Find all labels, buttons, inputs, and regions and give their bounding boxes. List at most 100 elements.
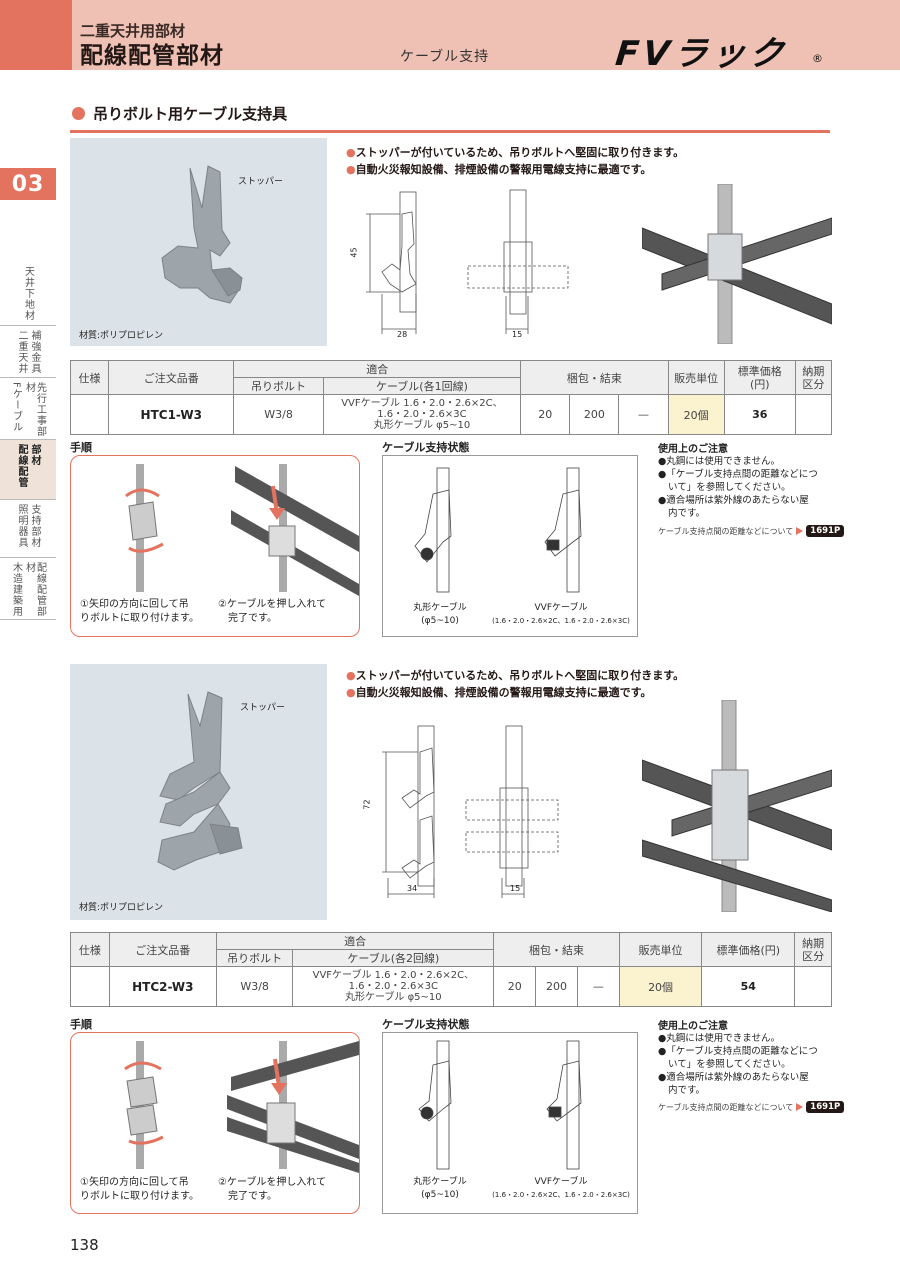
brand-logo: FVラック [613, 34, 790, 74]
caption-vvf-cable: VVFケーブル (1.6・2.0・2.6×2C、1.6・2.0・2.6×3C) [492, 603, 630, 625]
stopper-label: ストッパー [240, 703, 286, 713]
td-price: 36 [723, 394, 796, 435]
th-order: ご注文品番 [108, 932, 217, 967]
procedure-box [70, 1032, 360, 1214]
note-item: ●適合場所は紫外線のあたらない屋内です。 [658, 495, 809, 519]
th-spec: 仕様 [69, 360, 110, 395]
td-cable: VVFケーブル 1.6・2.0・2.6×2C、 1.6・2.0・2.6×3C 丸… [322, 394, 522, 435]
support-state-box [382, 455, 638, 637]
th-bolt: 吊りボルト [215, 949, 294, 967]
sidebar-item-label: 支持部材 [29, 504, 40, 548]
sidebar-item-2[interactable]: Fケーブル先行工事部材 [0, 378, 56, 440]
section-rule [70, 130, 830, 133]
reference-link[interactable]: ケーブル支持点間の距離などについて 1691P [658, 525, 845, 537]
sidebar-item-label: 先行工事部材 [23, 382, 46, 437]
clip-image [161, 165, 243, 304]
bullet-dot-icon: ● [346, 163, 356, 176]
td-spec [70, 966, 110, 1007]
sidebar-item-label: 二重天井 [16, 330, 27, 374]
sidebar-item-label: 照明器具 [16, 504, 27, 548]
th-price: 標準価格(円) [701, 932, 796, 967]
td-pack-2: 200 [569, 394, 620, 435]
header-band [0, 0, 900, 70]
header-title: 配線配管部材 [80, 43, 224, 69]
section-title: 吊りボルト用ケーブル支持具 [93, 105, 288, 123]
bullet-dot-icon: ● [346, 669, 356, 682]
reference-page-badge[interactable]: 1691P [806, 1101, 845, 1113]
procedure-label: 手順 [70, 1018, 92, 1031]
note-item: ●丸鋼には使用できません。 [658, 456, 781, 467]
support-state-drawing [418, 1040, 582, 1170]
sidebar-item-label: 補強金具 [29, 330, 40, 374]
sidebar-item-1[interactable]: 二重天井補強金具 [0, 326, 56, 378]
sidebar-item-0[interactable]: 天井下地材 [0, 262, 56, 326]
spec-table-htc2: 仕様 ご注文品番 適合 梱包・結束 販売単位 標準価格(円) 納期区分 吊りボル… [70, 932, 832, 1007]
clip-image [157, 691, 243, 871]
feature-bullet: ●自動火災報知設備、排煙設備の警報用電線支持に最適です。 [346, 163, 652, 176]
procedure-step-2: ②ケーブルを押し入れて 完了です。 [218, 599, 327, 624]
feature-bullet: ●自動火災報知設備、排煙設備の警報用電線支持に最適です。 [346, 686, 652, 699]
procedure-step-1: ①矢印の方向に回して吊 りボルトに取り付けます。 [80, 599, 199, 624]
support-state-label: ケーブル支持状態 [382, 1018, 470, 1031]
caption-round-cable: 丸形ケーブル (φ5~10) [413, 603, 467, 626]
th-pack: 梱包・結束 [493, 932, 620, 967]
td-unit: 20個 [667, 394, 725, 435]
reference-page-badge[interactable]: 1691P [806, 525, 845, 537]
td-bolt: W3/8 [215, 966, 294, 1007]
sidebar-item-label: 天井下地材 [22, 266, 34, 321]
procedure-illustration [125, 464, 359, 596]
td-pack-1: 20 [520, 394, 571, 435]
dim-width: 28 [397, 330, 408, 339]
th-cable: ケーブル(各2回線) [292, 949, 495, 967]
notes-title: 使用上のご注意 [658, 1021, 728, 1032]
note-item: ●「ケーブル支持点間の距離などについて」を参照してください。 [658, 469, 818, 493]
stopper-label: ストッパー [238, 177, 284, 187]
material-label: 材質:ポリプロピレン [79, 331, 164, 341]
product-photo-htc1 [70, 138, 327, 346]
sidebar-item-label: 配線配管 [16, 444, 27, 488]
dim-width: 34 [407, 884, 418, 893]
sidebar-item-3[interactable]: 配線配管部材 [0, 440, 56, 500]
bullet-dot-icon: ● [346, 146, 356, 159]
td-pack-2: 200 [535, 966, 578, 1007]
support-state-label: ケーブル支持状態 [382, 441, 470, 454]
th-lead: 納期区分 [794, 932, 832, 967]
td-unit: 20個 [618, 966, 703, 1007]
sidebar-item-5[interactable]: 木造建築用配線配管部材 [0, 558, 56, 620]
dim-depth: 15 [512, 330, 523, 339]
td-spec [69, 394, 110, 435]
material-label: 材質:ポリプロピレン [79, 903, 164, 913]
dim-depth: 15 [510, 884, 521, 893]
feature-bullet: ●ストッパーが付いているため、吊りボルトへ堅固に取り付きます。 [346, 146, 685, 159]
procedure-box [70, 455, 360, 637]
td-pack-1: 20 [493, 966, 537, 1007]
caption-vvf-cable: VVFケーブル (1.6・2.0・2.6×2C、1.6・2.0・2.6×3C) [492, 1177, 630, 1199]
dim-height: 72 [362, 799, 372, 810]
arrow-right-icon [796, 527, 804, 535]
usage-notes: 使用上のご注意 ●丸鋼には使用できません。 ●「ケーブル支持点間の距離などについ… [658, 440, 838, 520]
td-lead [794, 966, 832, 1007]
sidebar-item-label: 部材 [29, 444, 40, 466]
registered-mark: ® [812, 52, 823, 65]
header-category: ケーブル支持 [400, 49, 490, 65]
td-order-code: HTC1-W3 [108, 394, 235, 435]
sidebar-item-4[interactable]: 照明器具支持部材 [0, 500, 56, 558]
note-item: ●丸鋼には使用できません。 [658, 1033, 781, 1044]
notes-title: 使用上のご注意 [658, 444, 728, 455]
caption-round-cable: 丸形ケーブル (φ5~10) [413, 1177, 467, 1200]
td-pack-3: — [576, 966, 620, 1007]
note-item: ●「ケーブル支持点間の距離などについて」を参照してください。 [658, 1046, 818, 1070]
header-accent-block [0, 0, 72, 70]
feature-bullet: ●ストッパーが付いているため、吊りボルトへ堅固に取り付きます。 [346, 669, 685, 682]
chapter-tab[interactable]: 03 [0, 168, 56, 200]
dim-height: 45 [349, 247, 359, 258]
reference-link[interactable]: ケーブル支持点間の距離などについて 1691P [658, 1101, 845, 1113]
installed-image-htc2 [642, 700, 832, 912]
spec-table-htc1: 仕様 ご注文品番 適合 梱包・結束 販売単位 標準価格(円) 納期区分 吊りボル… [69, 360, 833, 435]
td-order-code: HTC2-W3 [108, 966, 217, 1007]
th-unit: 販売単位 [618, 932, 703, 967]
support-state-drawing [414, 467, 582, 593]
td-lead [794, 394, 833, 435]
dimension-drawing-htc2 [382, 725, 559, 898]
procedure-illustration [124, 1041, 359, 1173]
